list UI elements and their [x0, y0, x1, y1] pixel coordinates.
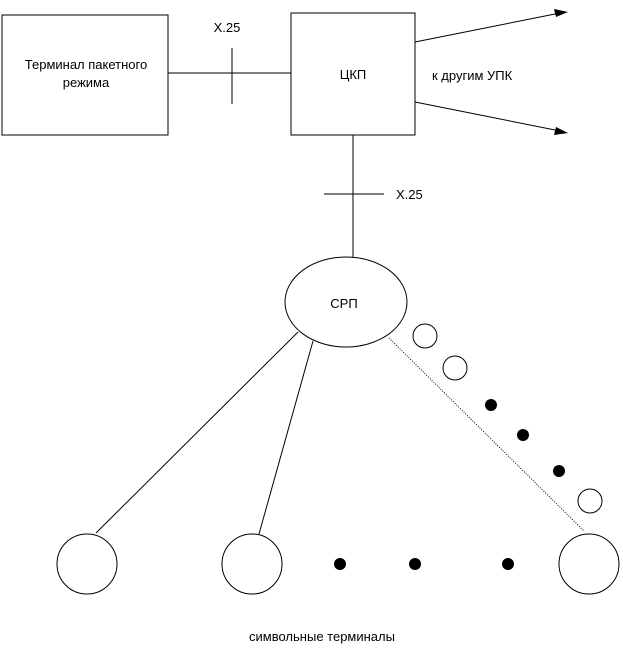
packet-terminal-label-line2: режима [63, 75, 110, 90]
ckp-srp-protocol-label: X.25 [396, 187, 423, 202]
srp-node [284, 256, 408, 348]
srp-terminal-n-link [388, 337, 585, 532]
chain-dot-2 [517, 429, 529, 441]
srp-terminal-2-link [258, 340, 314, 535]
chain-dot-1 [485, 399, 497, 411]
chain-dot-3 [553, 465, 565, 477]
bottom-ellipsis-dot-2 [409, 558, 421, 570]
packet-terminal-box [1, 14, 169, 136]
chain-circle-3 [577, 488, 603, 514]
symbolic-terminal-2 [221, 533, 283, 595]
chain-circle-2 [442, 355, 468, 381]
arrow-to-other-lower-head [554, 127, 568, 135]
to-other-upk-label: к другим УПК [432, 68, 513, 83]
ckp-box [290, 12, 416, 136]
arrow-to-other-upper-head [554, 9, 568, 17]
symbolic-terminals-caption: символьные терминалы [249, 629, 395, 644]
bottom-ellipsis-dot-1 [334, 558, 346, 570]
terminal-ckp-protocol-label: X.25 [214, 20, 241, 35]
symbolic-terminal-1 [56, 533, 118, 595]
chain-circle-1 [412, 323, 438, 349]
srp-terminal-1-link [95, 331, 299, 534]
ckp-label: ЦКП [340, 67, 367, 82]
bottom-ellipsis-dot-3 [502, 558, 514, 570]
srp-label: СРП [330, 296, 357, 311]
symbolic-terminal-n [558, 533, 620, 595]
arrow-to-other-lower [414, 101, 561, 132]
packet-terminal-label-line1: Терминал пакетного [25, 57, 147, 72]
arrow-to-other-upper [414, 12, 561, 43]
